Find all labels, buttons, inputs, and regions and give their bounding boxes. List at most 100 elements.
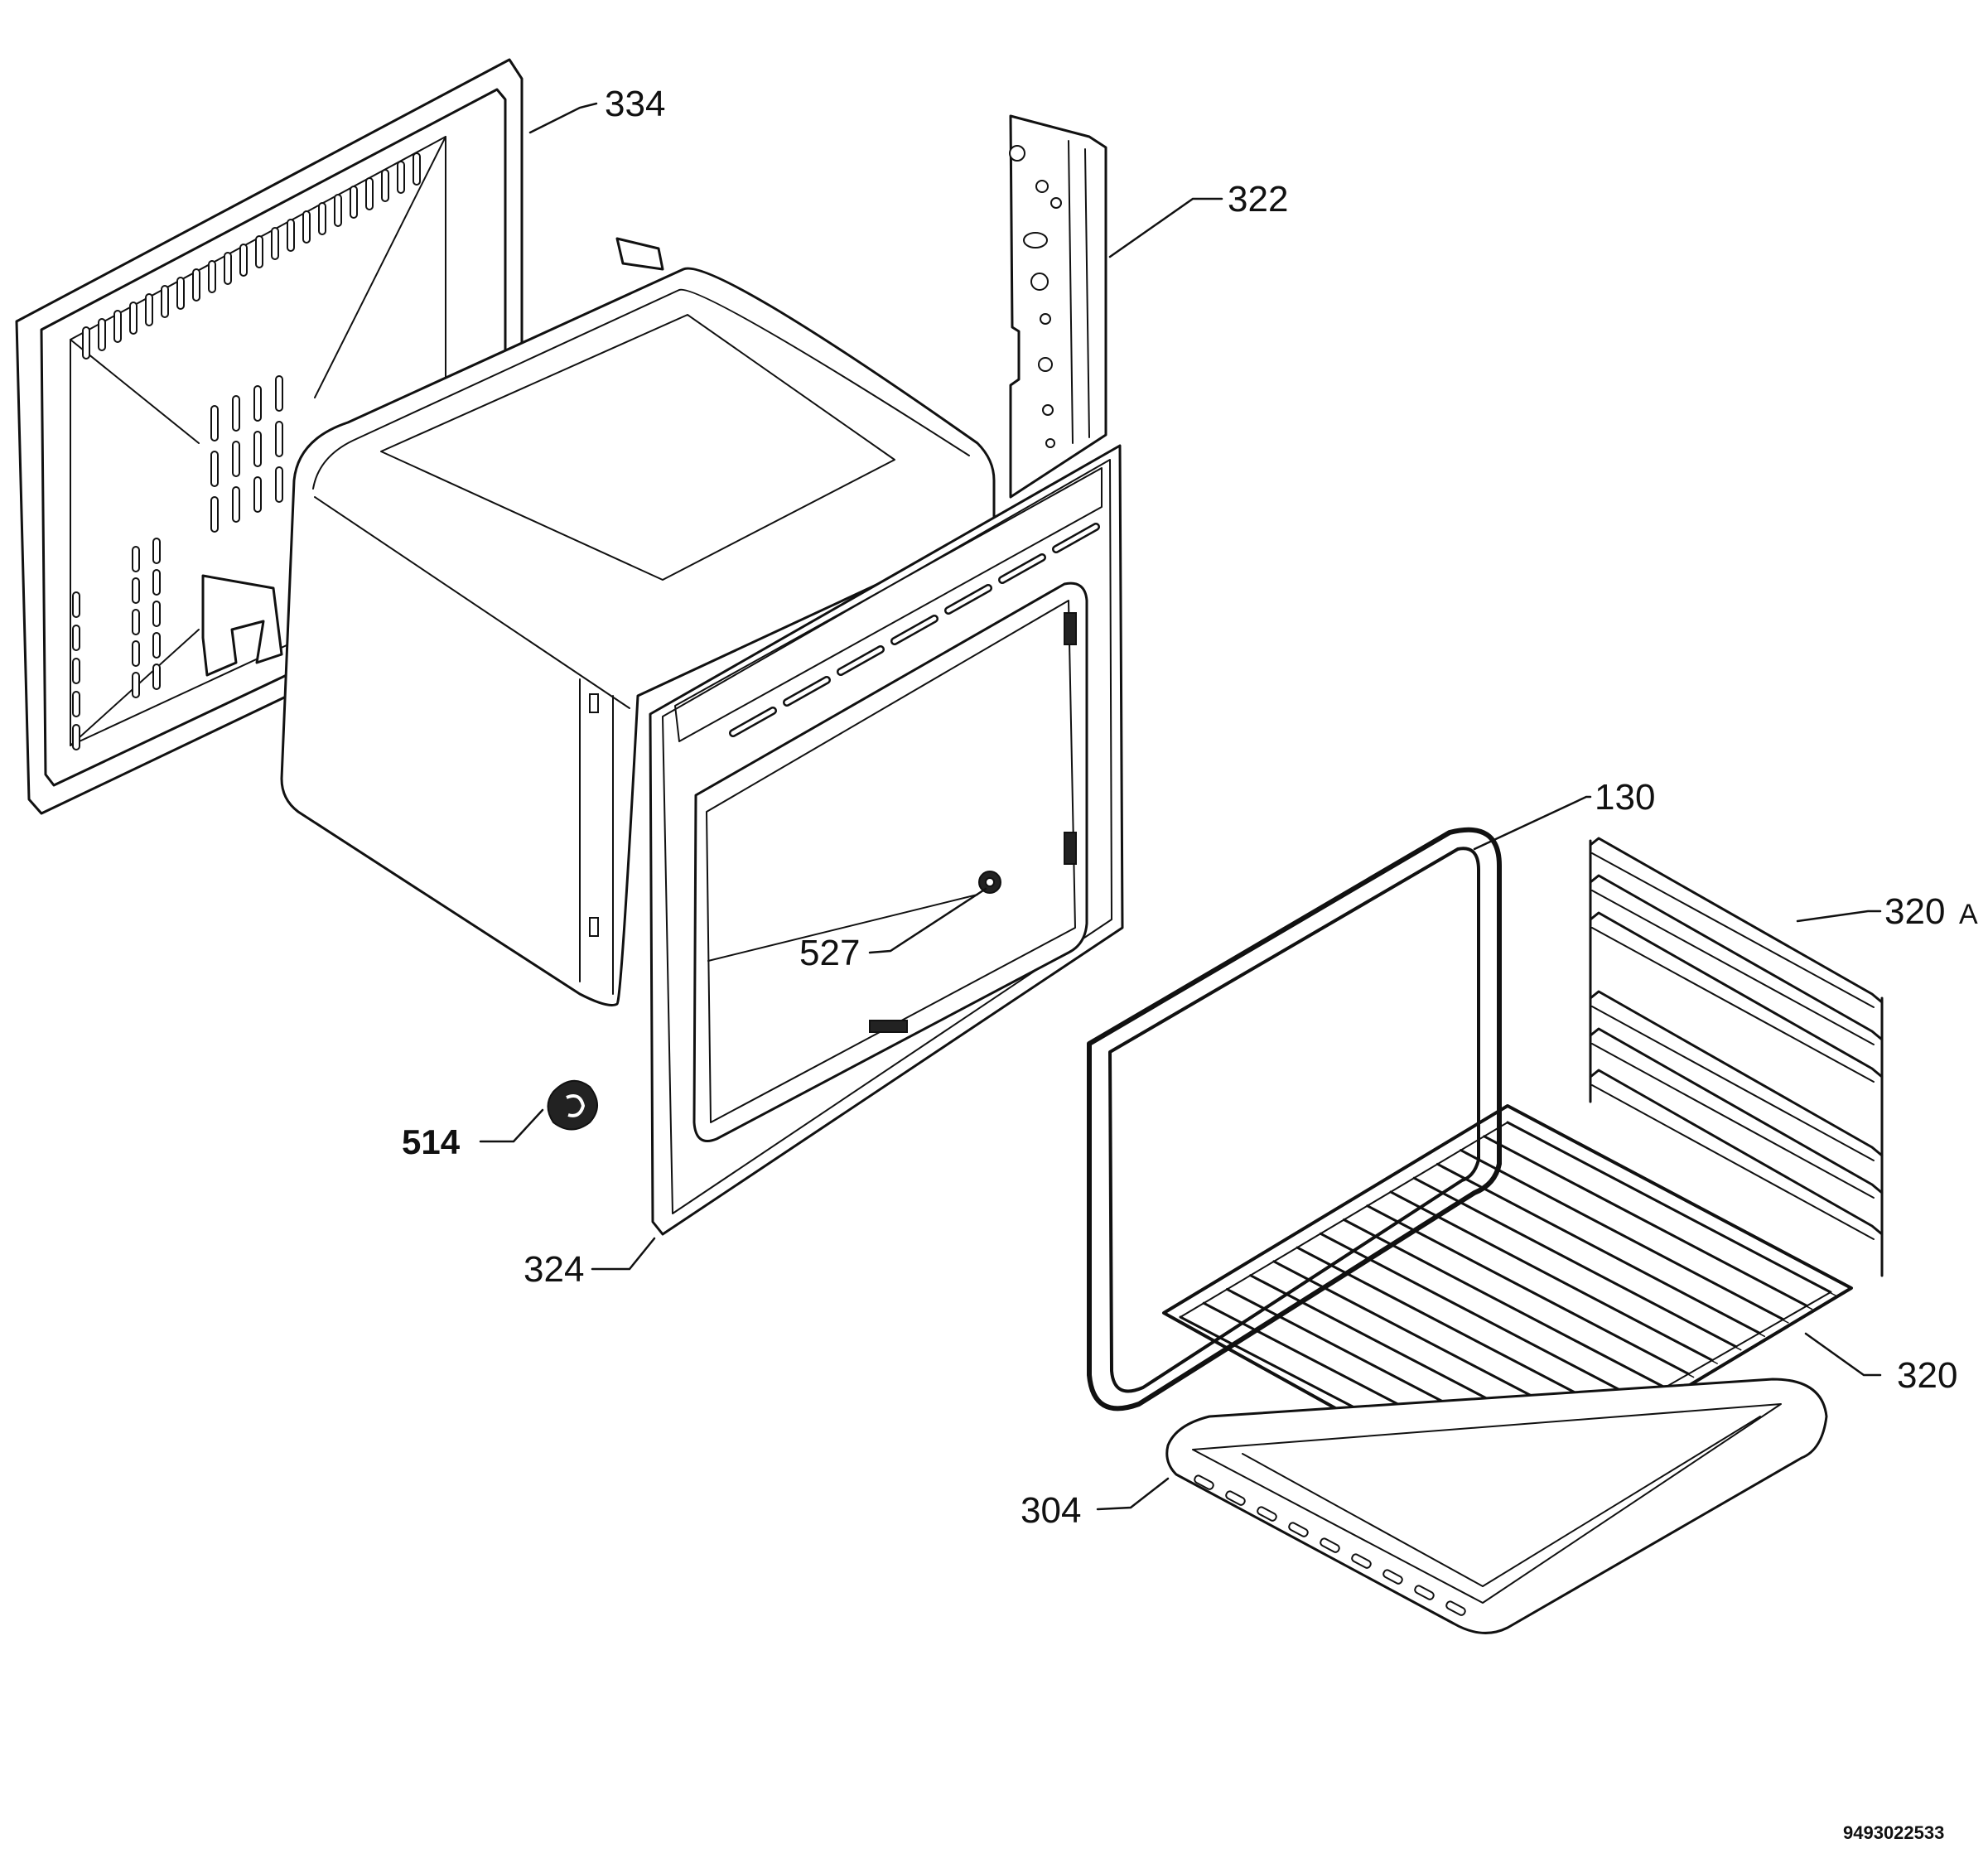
shelf-wire-inner — [1464, 1152, 1789, 1324]
vent-slot — [253, 385, 262, 422]
vent-slot — [113, 310, 122, 343]
vent-slot — [152, 664, 161, 690]
tray-slot — [1320, 1537, 1340, 1553]
shelf-wire — [1319, 1232, 1643, 1402]
vent-slot-inner — [1054, 524, 1098, 552]
side-rack-rungs — [1589, 837, 1884, 1240]
rack-rung-inner — [1591, 1084, 1875, 1240]
part-labels: 334 322 130 320 A 527 514 324 320 304 94… — [402, 84, 1978, 1843]
vent-slot-inner — [784, 678, 829, 705]
vent-slot — [255, 235, 263, 268]
side-rail-322 — [1009, 114, 1107, 499]
rack-rung-inner — [1591, 852, 1875, 1008]
label-320a: 320 — [1884, 891, 1945, 932]
label-514: 514 — [402, 1122, 461, 1161]
vent-slot — [72, 625, 80, 651]
shelf-wire — [1460, 1149, 1785, 1321]
front-frame-324 — [649, 444, 1124, 1236]
vent-slot — [82, 326, 90, 360]
door-seal-130 — [1087, 827, 1502, 1411]
vent-slot — [365, 177, 374, 210]
shelf-wire — [1389, 1190, 1714, 1362]
shelf-wire-inner — [1371, 1208, 1695, 1378]
vent-slot — [152, 538, 161, 564]
vent-slot — [145, 293, 153, 326]
drawing-reference-number: 9493022533 — [1843, 1822, 1944, 1843]
tray-slot — [1382, 1569, 1403, 1585]
rack-rung — [1589, 1027, 1884, 1194]
vent-slot-inner — [892, 616, 937, 644]
vent-slot — [129, 302, 138, 335]
vent-slot — [275, 466, 283, 503]
vent-slot — [132, 640, 140, 667]
vent-slot — [253, 431, 262, 467]
vent-slot — [232, 486, 240, 523]
leader-lines — [479, 102, 1882, 1511]
vent-slot — [334, 194, 342, 227]
vent-slot — [152, 601, 161, 627]
shelf-wire-inner — [1441, 1166, 1766, 1338]
vent-slot — [98, 318, 106, 351]
vent-slot — [232, 395, 240, 432]
shelf-wire-inner — [1418, 1180, 1742, 1351]
knob-514 — [547, 1079, 598, 1131]
vent-slot — [152, 632, 161, 659]
vent-slot — [275, 421, 283, 457]
label-130: 130 — [1595, 777, 1655, 818]
rack-rung — [1589, 837, 1884, 1004]
vent-slot — [161, 285, 169, 318]
vent-slot — [72, 658, 80, 684]
rack-rung — [1589, 911, 1884, 1079]
vent-slot — [152, 569, 161, 596]
rack-rung-inner — [1591, 927, 1875, 1083]
shelf-wire-inner — [1325, 1236, 1648, 1406]
shelf-wire — [1483, 1135, 1808, 1307]
vent-slot — [176, 277, 185, 310]
vent-slot-inner — [731, 708, 775, 736]
shelf-wire-inner — [1395, 1194, 1718, 1364]
rack-rung-inner — [1591, 1043, 1875, 1199]
vent-slot — [208, 260, 216, 293]
front-frame-vent-slots — [729, 523, 1100, 737]
vent-slot — [132, 577, 140, 604]
label-324: 324 — [524, 1249, 584, 1290]
vent-slot — [210, 405, 219, 442]
vent-slot — [253, 476, 262, 513]
vent-slot — [210, 496, 219, 533]
vent-slot — [275, 375, 283, 412]
vent-slot — [210, 451, 219, 487]
label-334: 334 — [605, 84, 665, 124]
vent-slot-inner — [1000, 555, 1045, 582]
vent-slot — [350, 186, 358, 219]
oven-cavity-body — [280, 237, 996, 1006]
vent-slot — [239, 244, 248, 277]
rear-panel-vent-slots — [72, 152, 421, 750]
shelf-wire — [1343, 1218, 1667, 1389]
vent-slot — [413, 152, 421, 186]
rack-rung — [1589, 990, 1884, 1157]
vent-slot — [72, 591, 80, 618]
label-527: 527 — [799, 933, 860, 973]
vent-slot — [192, 268, 200, 302]
label-304: 304 — [1021, 1490, 1081, 1531]
shelf-wire — [1412, 1176, 1738, 1349]
shelf-wire-inner — [1512, 1125, 1836, 1296]
label-320: 320 — [1897, 1355, 1957, 1396]
side-rack-320a — [1589, 837, 1884, 1277]
label-322: 322 — [1228, 179, 1288, 220]
vent-slot-inner — [838, 647, 883, 674]
rack-rung — [1589, 874, 1884, 1041]
label-320a-suffix: A — [1959, 899, 1978, 930]
rack-rung — [1589, 1069, 1884, 1236]
wire-shelf-bars — [1179, 1121, 1836, 1487]
tray-slot — [1351, 1553, 1372, 1569]
baking-tray-slots — [1194, 1474, 1466, 1616]
vent-slot — [318, 202, 326, 235]
tray-slot — [1414, 1585, 1435, 1600]
tray-slot — [1194, 1474, 1214, 1490]
vent-slot-inner — [946, 586, 991, 613]
wire-shelf-320 — [1162, 1104, 1853, 1501]
vent-slot — [287, 219, 295, 252]
